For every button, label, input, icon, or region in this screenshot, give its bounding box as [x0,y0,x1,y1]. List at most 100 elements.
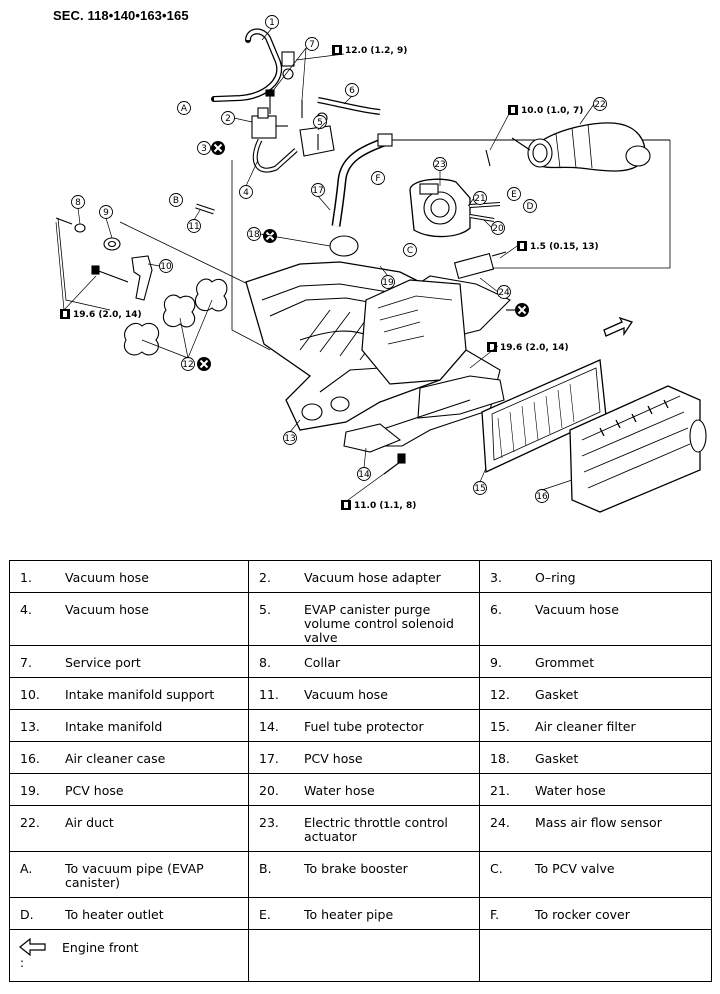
callout-20: 20 [492,224,504,234]
legend-cell: C.To PCV valve [479,851,712,898]
legend-row: 13. Intake manifold 14. Fuel tube protector… [9,709,712,742]
front-colon: : [20,956,25,970]
legend-item-number: 4. [20,602,32,617]
callout-15: 15 [474,484,485,494]
legend-item-text: To brake booster [304,861,408,876]
legend-cell: :Engine front [9,929,249,982]
callout-6: 6 [349,86,355,96]
legend-cell-empty [479,929,712,982]
legend-item-number: 8. [259,655,271,670]
legend-item-text: Intake manifold [65,719,163,734]
callout-markers [71,15,607,503]
legend-item-number: 16. [20,751,40,766]
callout-13: 13 [284,434,295,444]
legend-cell: 19.PCV hose [9,773,249,806]
callout-21: 21 [474,194,485,204]
torque-label-5: 19.6 (2.0, 14) [500,343,569,353]
callout-12: 12 [182,360,193,370]
callout-1: 1 [269,18,275,28]
torque-label-3: 1.5 (0.15, 13) [530,242,599,252]
legend-cell: 12. Gasket [479,677,712,710]
legend-item-text: Gasket [535,687,579,702]
legend-item-number: 14. [259,719,279,734]
callout-9: 9 [103,208,109,218]
section-title: SEC. 118•140•163•165 [53,8,189,23]
callout-19: 19 [382,278,394,288]
legend-item-number: 1. [20,570,32,585]
legend-body: 1. Vacuum hose 2. Vacuum hose adapter 3.O–ri… [9,560,712,982]
legend-cell: A.To vacuum pipe (EVAP canister) [9,851,249,898]
legend-item-number: E. [259,907,271,922]
legend-item-text: Mass air flow sensor [535,815,662,830]
legend-item-number: 7. [20,655,32,670]
air-cleaner-case [569,385,701,513]
callout-10: 10 [160,262,172,272]
legend-cell: 16.Air cleaner case [9,741,249,774]
legend-item-number: 20. [259,783,279,798]
legend-cell: 14. Fuel tube protector [248,709,480,742]
legend-item-text: Fuel tube protector [304,719,424,734]
legend-item-text: Air cleaner filter [535,719,636,734]
legend-cell: 20. Water hose [248,773,480,806]
callout-A: A [181,104,188,114]
legend-item-text: O–ring [535,570,576,585]
legend-cell-empty [248,929,480,982]
callout-22: 22 [594,100,605,110]
legend-row: 1. Vacuum hose 2. Vacuum hose adapter 3.O–ri… [9,560,712,593]
callout-3: 3 [201,144,207,154]
legend-item-text: Grommet [535,655,595,670]
callout-5: 5 [317,118,323,128]
legend-item-text: To heater outlet [65,907,164,922]
legend-item-number: D. [20,907,34,922]
torque-label-1: 12.0 (1.2, 9) [345,46,407,56]
callout-B: B [173,196,179,206]
legend-item-text: Gasket [535,751,579,766]
legend-item-text: Service port [65,655,141,670]
legend-cell: E. To heater pipe [248,897,480,930]
legend-cell: 15.Air cleaner filter [479,709,712,742]
legend-cell: D. To heater outlet [9,897,249,930]
legend-cell: 23.Electric throttle control actuator [248,805,480,852]
callout-E: E [511,190,517,200]
legend-item-number: 24. [490,815,510,830]
legend-item-number: 2. [259,570,271,585]
legend-cell: 13. Intake manifold [9,709,249,742]
legend-item-text: Water hose [535,783,606,798]
legend-cell: 4.Vacuum hose [9,592,249,646]
legend-item-number: 5. [259,602,271,617]
legend-item-number: 12. [490,687,510,702]
legend-item-number: 13. [20,719,40,734]
legend-item-number: 9. [490,655,502,670]
legend-item-text: Vacuum hose adapter [304,570,441,585]
legend-item-text: Vacuum hose [535,602,619,617]
legend-item-text: Vacuum hose [65,570,149,585]
callout-C: C [407,246,413,256]
legend-cell: 3.O–ring [479,560,712,593]
legend-cell: 24. Mass air flow sensor [479,805,712,852]
legend-item-text: EVAP canister purge volume control solen… [304,602,454,645]
legend-cell: 9. Grommet [479,645,712,678]
legend-row-engine-front: :Engine front [9,929,712,982]
legend-item-text: Water hose [304,783,375,798]
legend-item-text: PCV hose [65,783,124,798]
callout-24: 24 [498,288,510,298]
callout-23: 23 [434,160,445,170]
legend-item-text: To heater pipe [304,907,394,922]
legend-row: A.To vacuum pipe (EVAP canister)B.To bra… [9,851,712,898]
callout-D: D [527,202,534,212]
legend-item-number: 23. [259,815,279,830]
legend-item-text: Air duct [65,815,114,830]
legend-cell: 2. Vacuum hose adapter [248,560,480,593]
legend-item-number: 11. [259,687,279,702]
legend-cell: 6.Vacuum hose [479,592,712,646]
legend-item-number: 18. [490,751,510,766]
callout-F: F [375,174,380,184]
legend-item-number: A. [20,861,33,876]
legend-cell: 1. Vacuum hose [9,560,249,593]
